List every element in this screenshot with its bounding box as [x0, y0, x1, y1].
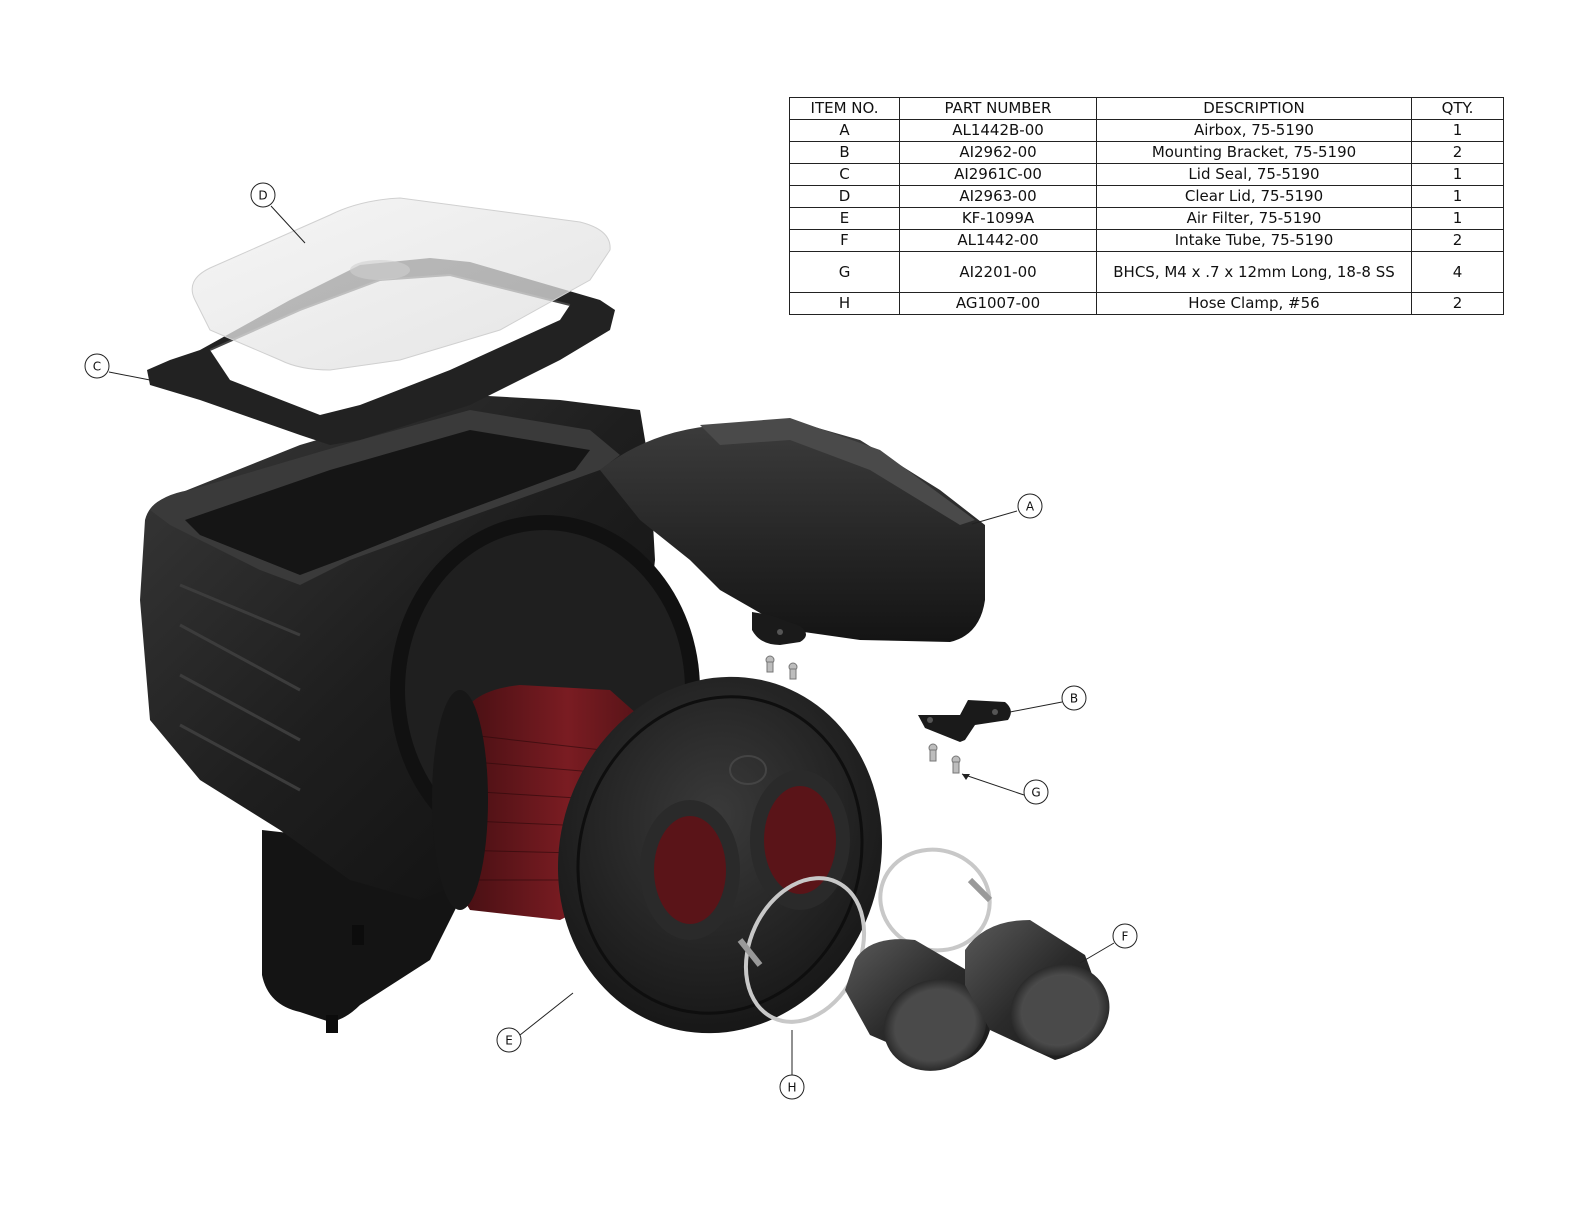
callout-c: C — [84, 353, 110, 379]
callout-e: E — [496, 1027, 522, 1053]
table-row: H AG1007-00 Hose Clamp, #56 2 — [789, 292, 1504, 315]
header-description: DESCRIPTION — [1096, 97, 1412, 120]
part-number-cell: AI2962-00 — [899, 141, 1097, 164]
part-number-cell: AI2961C-00 — [899, 163, 1097, 186]
screws-part — [928, 743, 961, 774]
item-no-cell: E — [789, 207, 900, 230]
description-cell: BHCS, M4 x .7 x 12mm Long, 18-8 SS — [1096, 251, 1412, 293]
part-number-cell: KF-1099A — [899, 207, 1097, 230]
callout-g: G — [1023, 779, 1049, 805]
header-qty: QTY. — [1411, 97, 1504, 120]
qty-cell: 1 — [1411, 207, 1504, 230]
callout-d: D — [250, 182, 276, 208]
svg-text:G: G — [1031, 786, 1040, 800]
description-cell: Lid Seal, 75-5190 — [1096, 163, 1412, 186]
part-number-cell: AL1442-00 — [899, 229, 1097, 252]
clear-lid-part — [191, 197, 611, 371]
table-row: F AL1442-00 Intake Tube, 75-5190 2 — [789, 229, 1504, 252]
qty-cell: 2 — [1411, 141, 1504, 164]
description-cell: Intake Tube, 75-5190 — [1096, 229, 1412, 252]
part-number-cell: AI2201-00 — [899, 251, 1097, 293]
description-cell: Airbox, 75-5190 — [1096, 119, 1412, 142]
callout-leaders — [108, 205, 1115, 1076]
header-item-no: ITEM NO. — [789, 97, 900, 120]
item-no-cell: D — [789, 185, 900, 208]
description-cell: Hose Clamp, #56 — [1096, 292, 1412, 315]
table-row: D AI2963-00 Clear Lid, 75-5190 1 — [789, 185, 1504, 208]
table-row: B AI2962-00 Mounting Bracket, 75-5190 2 — [789, 141, 1504, 164]
qty-cell: 1 — [1411, 185, 1504, 208]
item-no-cell: G — [789, 251, 900, 293]
table-row: E KF-1099A Air Filter, 75-5190 1 — [789, 207, 1504, 230]
qty-cell: 1 — [1411, 119, 1504, 142]
part-number-cell: AG1007-00 — [899, 292, 1097, 315]
table-row: C AI2961C-00 Lid Seal, 75-5190 1 — [789, 163, 1504, 186]
callout-h: H — [779, 1074, 805, 1100]
svg-text:H: H — [787, 1081, 796, 1095]
item-no-cell: C — [789, 163, 900, 186]
svg-text:F: F — [1122, 930, 1129, 944]
item-no-cell: F — [789, 229, 900, 252]
qty-cell: 2 — [1411, 292, 1504, 315]
callout-b: B — [1061, 685, 1087, 711]
description-cell: Air Filter, 75-5190 — [1096, 207, 1412, 230]
svg-text:D: D — [258, 189, 267, 203]
callout-f: F — [1112, 923, 1138, 949]
callout-arrowheads — [962, 774, 970, 780]
part-number-cell: AI2963-00 — [899, 185, 1097, 208]
table-header-row: ITEM NO. PART NUMBER DESCRIPTION QTY. — [789, 97, 1504, 120]
description-cell: Mounting Bracket, 75-5190 — [1096, 141, 1412, 164]
item-no-cell: B — [789, 141, 900, 164]
item-no-cell: A — [789, 119, 900, 142]
callout-a: A — [1017, 493, 1043, 519]
item-no-cell: H — [789, 292, 900, 315]
qty-cell: 1 — [1411, 163, 1504, 186]
part-number-cell: AL1442B-00 — [899, 119, 1097, 142]
description-cell: Clear Lid, 75-5190 — [1096, 185, 1412, 208]
table-row: G AI2201-00 BHCS, M4 x .7 x 12mm Long, 1… — [789, 251, 1504, 293]
air-filter-part — [432, 676, 883, 1034]
mounting-bracket-installed — [752, 612, 806, 645]
header-part-number: PART NUMBER — [899, 97, 1097, 120]
svg-text:A: A — [1026, 500, 1035, 514]
svg-text:C: C — [93, 360, 101, 374]
qty-cell: 4 — [1411, 251, 1504, 293]
intake-tubes-part — [845, 920, 1110, 1071]
svg-text:B: B — [1070, 692, 1078, 706]
bill-of-materials-table: ITEM NO. PART NUMBER DESCRIPTION QTY. A … — [789, 97, 1504, 315]
svg-text:E: E — [505, 1034, 513, 1048]
mounting-bracket-part — [918, 700, 1011, 742]
table-row: A AL1442B-00 Airbox, 75-5190 1 — [789, 119, 1504, 142]
qty-cell: 2 — [1411, 229, 1504, 252]
screws-upper — [765, 655, 798, 680]
